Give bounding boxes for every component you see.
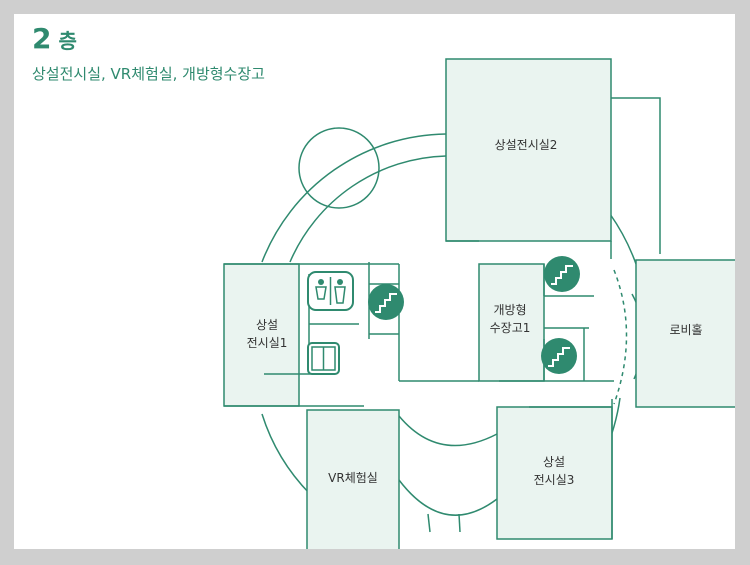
elevator-icon[interactable]	[307, 342, 340, 375]
label-gallery-3-line2: 전시실3	[534, 473, 575, 487]
floor-unit: 층	[58, 29, 78, 53]
room-gallery-1[interactable]	[223, 263, 300, 407]
bottom-corridor-arc-inner	[398, 415, 498, 447]
floor-plan: 상설전시실2 상설 전시실1 개방형 수장고1 로비홀 VR체험실 상설 전시실…	[223, 58, 735, 549]
label-open-storage-line1: 개방형	[493, 303, 526, 317]
label-open-storage-line2: 수장고1	[490, 321, 531, 335]
label-gallery-3-line1: 상설	[543, 455, 565, 469]
corridor-divider-1	[427, 513, 431, 533]
label-gallery-1-line1: 상설	[256, 318, 278, 332]
outer-ring-arc-left	[261, 413, 311, 495]
bottom-corridor-arc-outer	[398, 479, 498, 516]
atrium-circle	[298, 127, 380, 209]
room-vr-experience[interactable]	[306, 409, 400, 549]
label-vr-experience: VR체험실	[328, 471, 378, 485]
outer-ring-arc-top	[261, 133, 447, 263]
restroom-icon[interactable]	[307, 271, 354, 311]
stairs-icon[interactable]	[544, 256, 580, 292]
stairs-icon[interactable]	[541, 338, 577, 374]
inner-ring-arc-top	[289, 155, 447, 263]
label-gallery-1-line2: 전시실1	[247, 336, 288, 350]
stairs-icon[interactable]	[368, 284, 404, 320]
room-lobby-hall[interactable]	[635, 259, 735, 408]
floor-subtitle: 상설전시실, VR체험실, 개방형수장고	[32, 65, 265, 83]
outer-ring-arc-right-top	[609, 213, 637, 265]
corridor-divider-2	[458, 513, 461, 533]
room-gallery-2[interactable]	[445, 58, 612, 242]
gallery-2-annex-wall	[611, 97, 661, 254]
floor-number: 2	[32, 22, 53, 55]
label-gallery-2: 상설전시실2	[495, 138, 558, 152]
label-lobby-hall: 로비홀	[669, 323, 702, 337]
lobby-arc-inner	[613, 269, 628, 405]
